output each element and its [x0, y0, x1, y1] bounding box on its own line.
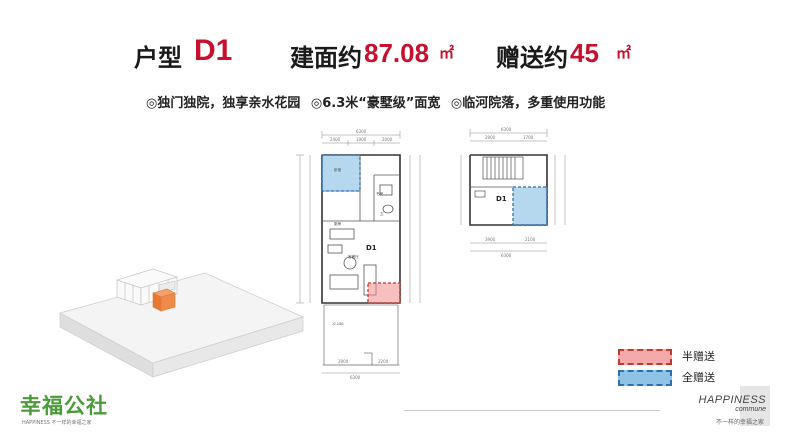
gift-label: 赠送约	[496, 44, 568, 72]
svg-text:2400: 2400	[330, 137, 341, 142]
feature-item: ◎6.3米“豪墅级”面宽	[310, 96, 441, 111]
legend-swatch-full	[618, 370, 672, 386]
legend-swatch-half	[618, 349, 672, 365]
svg-text:2200: 2200	[378, 359, 389, 364]
full-gift-area-upper	[512, 186, 548, 226]
brand-sub: commune	[735, 406, 766, 413]
unit-label-upper: D1	[496, 195, 507, 203]
room-label-study: 书房	[376, 191, 384, 196]
room-label-bed: 卧室	[334, 167, 342, 172]
svg-text:2900: 2900	[485, 135, 496, 140]
footer-divider	[404, 410, 660, 411]
full-gift-area	[321, 154, 361, 192]
ground-floor-plan: 6300 2400 1900 2000 6300 2900 2200 D1 客餐厅 厨…	[296, 129, 421, 380]
svg-text:6300: 6300	[501, 253, 512, 258]
area-unit: ㎡	[439, 44, 455, 62]
svg-text:1900: 1900	[356, 137, 367, 142]
upper-floor-plan: 6300 2900 1700 3900 2100 6300 D1	[460, 127, 566, 258]
unit-label-main: D1	[366, 244, 377, 252]
room-label-bath: 卫	[380, 212, 384, 216]
area-label: 建面约	[290, 44, 362, 72]
legend-label-half: 半赠送	[682, 350, 715, 363]
area-value: 87.08	[364, 38, 430, 68]
logo-text: 幸福公社	[20, 393, 108, 418]
legend-label-full: 全赠送	[682, 371, 715, 384]
unit-type-prefix: 户型	[134, 44, 182, 72]
level-mark: -0.150	[332, 322, 344, 326]
feature-item: ◎临河院落，多重使用功能	[450, 96, 606, 111]
svg-text:2100: 2100	[525, 237, 536, 242]
svg-text:3900: 3900	[485, 237, 496, 242]
isometric-model	[59, 268, 304, 378]
title-row: 户型 D1 建面约 87.08 ㎡ 赠送约 45 ㎡	[0, 34, 790, 78]
logo-tagline: HAPPINESS 不一样的幸福之家	[22, 420, 92, 426]
feature-item: ◎独门独院，独享亲水花园	[146, 96, 301, 111]
company-logo: 幸福公社 HAPPINESS 不一样的幸福之家	[18, 390, 128, 430]
svg-text:2000: 2000	[382, 137, 393, 142]
brand-name: HAPPINESS	[698, 394, 766, 406]
unit-type-code: D1	[194, 34, 233, 67]
svg-text:2900: 2900	[338, 359, 349, 364]
half-gift-area	[367, 282, 401, 304]
feature-list: ◎独门独院，独享亲水花园 ◎6.3米“豪墅级”面宽 ◎临河院落，多重使用功能	[146, 92, 611, 111]
brand-mark: HAPPINESS commune 不一样的幸福之家	[664, 386, 784, 436]
gift-unit: ㎡	[616, 44, 632, 62]
gift-value: 45	[570, 38, 599, 68]
svg-text:1700: 1700	[523, 135, 534, 140]
svg-text:6300: 6300	[350, 375, 361, 380]
svg-text:6300: 6300	[356, 129, 367, 134]
room-label-kitchen: 厨房	[334, 221, 342, 226]
svg-text:6300: 6300	[501, 127, 512, 132]
brand-tagline: 不一样的幸福之家	[715, 419, 764, 426]
room-label-living: 客餐厅	[348, 254, 359, 259]
